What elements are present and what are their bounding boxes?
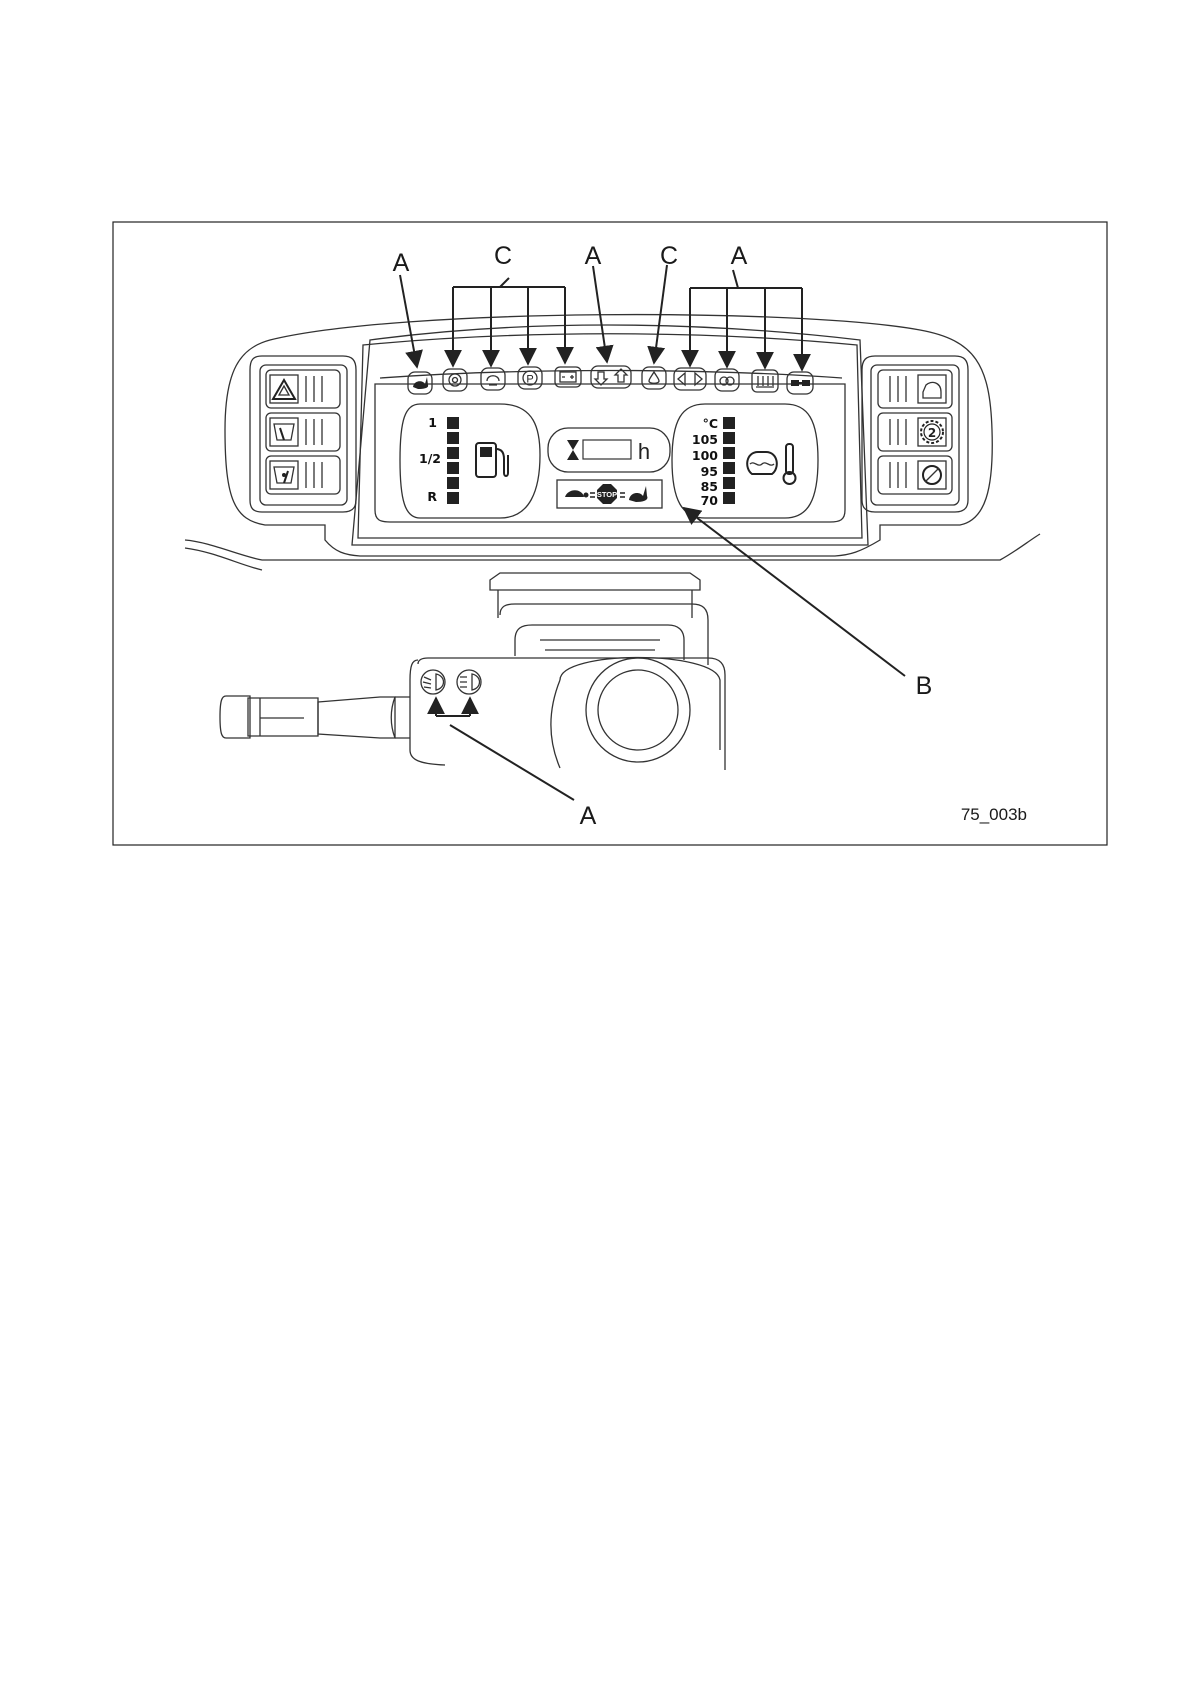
fuel-label-reserve: R <box>427 489 437 504</box>
second-function-switch[interactable]: 2 <box>878 413 952 451</box>
right-switch-panel: 2 <box>862 356 968 512</box>
rabbit-icon <box>629 486 647 502</box>
engine-preheat-icon <box>481 368 505 390</box>
main-beam-icon <box>457 670 481 694</box>
fuel-gauge: 1 1/2 R <box>400 404 540 518</box>
rear-wiper-switch[interactable] <box>266 456 340 494</box>
fuel-level-bars <box>447 417 459 504</box>
fuel-label-full: 1 <box>428 415 437 430</box>
turtle-icon <box>565 490 589 497</box>
fuel-label-half: 1/2 <box>419 451 441 466</box>
indicator-stalk[interactable] <box>220 658 725 770</box>
temperature-level-bars <box>723 417 735 504</box>
svg-text:P: P <box>526 374 533 386</box>
temperature-label-100: 100 <box>692 448 718 463</box>
temperature-label-70: 70 <box>701 493 719 508</box>
callout-a-top-center: A <box>585 242 602 270</box>
callout-c-right: C <box>660 242 678 270</box>
front-wiper-switch[interactable] <box>266 413 340 451</box>
brake-fluid-icon <box>443 369 467 391</box>
speed-indicator: STOP <box>557 480 662 508</box>
fuel-pump-icon <box>476 443 508 477</box>
hazard-switch[interactable] <box>266 370 340 408</box>
parking-brake-icon: P <box>518 367 542 389</box>
hour-meter: h <box>548 428 670 472</box>
hour-meter-display <box>583 440 631 459</box>
hazard-warning-icon <box>273 380 295 399</box>
temperature-gauge: °C 105 100 95 85 70 <box>672 404 818 518</box>
figure-caption: 75_003b <box>961 805 1027 824</box>
work-light-switch[interactable] <box>878 370 952 408</box>
hourglass-icon <box>567 440 579 460</box>
temperature-label-85: 85 <box>701 479 718 494</box>
rear-wiper-icon <box>274 467 294 483</box>
steering-column <box>490 573 720 768</box>
hour-meter-unit: h <box>638 439 650 464</box>
figure-border <box>113 222 1107 845</box>
temperature-label-95: 95 <box>701 464 718 479</box>
gear-up-down-icon <box>591 366 631 388</box>
beacon-switch[interactable] <box>878 456 952 494</box>
work-light-icon <box>923 382 941 398</box>
dipped-beam-icon <box>421 670 445 694</box>
front-wiper-icon <box>274 424 294 440</box>
temperature-unit: °C <box>703 416 718 431</box>
second-function-icon: 2 <box>921 421 943 443</box>
coolant-temperature-icon <box>747 444 795 484</box>
rotating-beacon-icon <box>923 466 941 484</box>
svg-text:STOP: STOP <box>597 490 617 499</box>
svg-text:2: 2 <box>928 426 936 440</box>
temperature-label-105: 105 <box>692 432 718 447</box>
callout-leaders <box>400 265 905 800</box>
callout-a-top-right: A <box>731 242 748 270</box>
callout-b: B <box>916 672 933 700</box>
callout-a-bottom: A <box>580 802 597 830</box>
callout-a-top-left: A <box>393 249 410 277</box>
stop-sign-icon: STOP <box>597 484 617 504</box>
left-switch-panel <box>250 356 356 512</box>
callout-c-left: C <box>494 242 512 270</box>
